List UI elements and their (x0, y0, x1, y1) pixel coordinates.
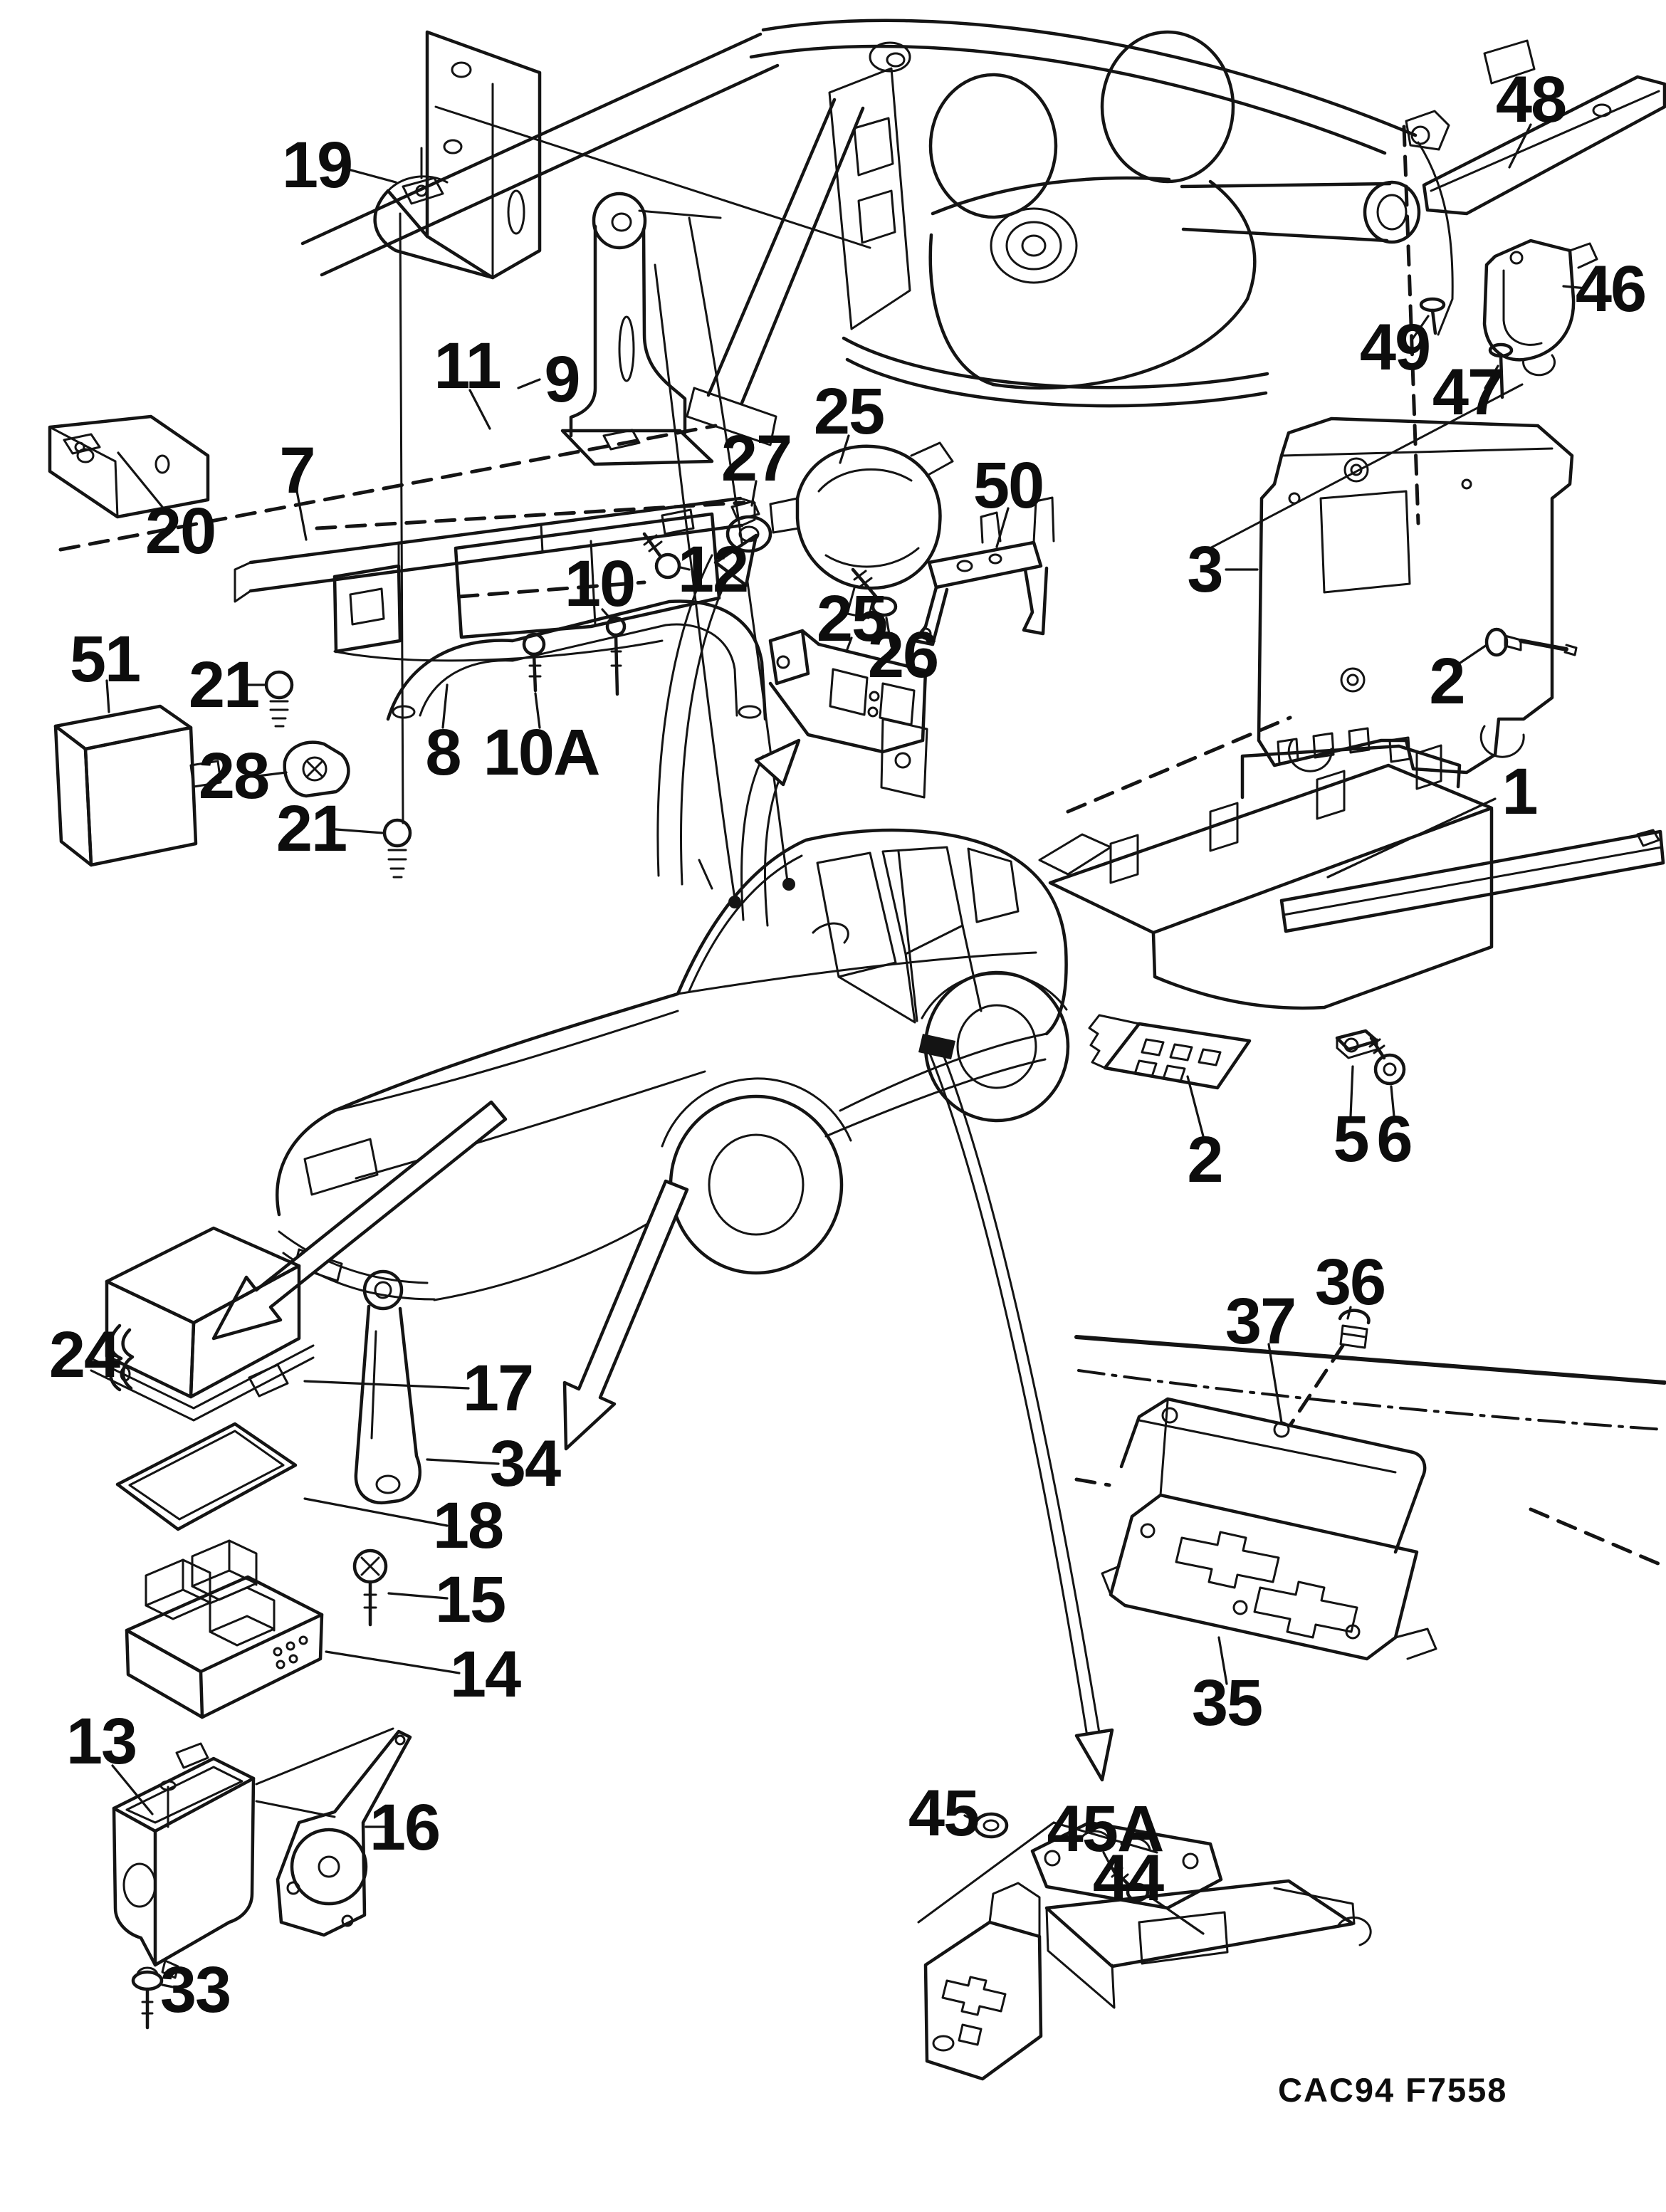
part-48-sill-bracket (1405, 75, 1666, 216)
part-14-relay-box (125, 1539, 461, 1719)
callout-18: 18 (432, 1489, 504, 1562)
part-50-bracket (913, 496, 1055, 646)
callout-36: 36 (1314, 1246, 1386, 1319)
callout-5: 5 (1333, 1103, 1369, 1175)
callout-1: 1 (1502, 755, 1538, 828)
callout-10A: 10A (483, 716, 601, 789)
part-25-bracket-top (769, 434, 954, 619)
callout-35: 35 (1191, 1667, 1263, 1739)
callout-37: 37 (1225, 1285, 1296, 1358)
callout-15: 15 (434, 1563, 506, 1636)
callout-16: 16 (369, 1791, 441, 1864)
callout-20: 20 (145, 495, 216, 567)
callout-11: 11 (434, 330, 501, 402)
part-15-screw (352, 1548, 449, 1627)
callout-46: 46 (1575, 253, 1647, 325)
callout-24: 24 (48, 1319, 120, 1391)
callout-25-2: 25 (816, 582, 888, 655)
callout-8: 8 (425, 716, 461, 789)
part-46-clamp (1482, 239, 1598, 377)
part-7-rail-bracket (234, 490, 756, 662)
part-51-module (53, 679, 222, 867)
callout-14: 14 (449, 1638, 521, 1711)
callout-26: 26 (867, 619, 939, 691)
install-arrow-door (928, 1048, 1114, 1782)
callout-44: 44 (1092, 1842, 1164, 1914)
callout-28: 28 (198, 740, 270, 812)
callout-47: 47 (1432, 356, 1504, 429)
part-9-11-bracket (468, 192, 714, 466)
part-35-bracket (1101, 1343, 1437, 1685)
part-2-connector-strip (1088, 1014, 1252, 1138)
figure-code: CAC94 F7558 (1278, 2071, 1508, 2109)
part-18-gasket (115, 1422, 449, 1531)
part-17-cover (90, 1226, 470, 1422)
part-26-screw (851, 567, 898, 648)
part-49-rivet (1411, 297, 1446, 340)
car-drawing (276, 828, 1070, 1301)
part-10-screw (601, 608, 627, 696)
install-arrow-down (562, 1179, 689, 1451)
callout-12: 12 (677, 533, 749, 606)
callout-2-2: 2 (1187, 1123, 1223, 1196)
callout-13: 13 (66, 1705, 137, 1778)
callout-34: 34 (489, 1427, 561, 1500)
callout-51: 51 (69, 623, 141, 696)
callout-49: 49 (1359, 311, 1431, 384)
part-1-fuse-tray (1038, 727, 1665, 1010)
part-20-bracket (48, 414, 210, 519)
callout-21-2: 21 (276, 792, 347, 865)
part-28-clip-nut (256, 740, 350, 798)
callout-33: 33 (159, 1954, 231, 2026)
callout-25-1: 25 (813, 375, 885, 448)
part-21-screw-2 (335, 818, 412, 879)
callout-27: 27 (721, 422, 792, 495)
callout-48: 48 (1495, 63, 1567, 136)
callout-50: 50 (973, 449, 1044, 522)
callout-45: 45 (908, 1777, 980, 1850)
part-47-rivet (1484, 342, 1514, 399)
part-2-pin (1455, 627, 1578, 667)
part-8-bridge (386, 599, 767, 729)
part-6-screw (1368, 1036, 1406, 1118)
install-arrow-curved-2 (740, 738, 801, 927)
part-10a-screw (522, 632, 546, 729)
callout-10: 10 (564, 547, 636, 620)
part-34-bracket-arm (354, 1269, 500, 1505)
part-36-grommet (1338, 1306, 1371, 1349)
callout-45A: 45A (1047, 1793, 1165, 1865)
part-45a-screw (1102, 1851, 1150, 1902)
part-45-grommet (963, 1812, 1009, 1839)
callout-2-1: 2 (1429, 645, 1465, 718)
part-27-spacer (725, 480, 772, 553)
callout-3: 3 (1187, 533, 1223, 606)
part-21-screw-1 (246, 670, 294, 728)
callout-17: 17 (462, 1352, 534, 1425)
callout-7: 7 (279, 434, 315, 507)
part-19-bracket (342, 30, 542, 280)
part-3-cover (1225, 416, 1574, 775)
part-13-box (111, 1742, 256, 1979)
callout-21-1: 21 (188, 649, 260, 721)
callout-6: 6 (1376, 1103, 1413, 1175)
part-25-bracket-lower (768, 629, 928, 799)
install-arrow-left (211, 1100, 508, 1341)
part-16-plate (255, 1727, 412, 1937)
callout-9: 9 (544, 343, 580, 416)
callout-19: 19 (281, 129, 353, 201)
construction-lines (58, 105, 1666, 1568)
part-12-screw (642, 532, 691, 580)
engine-bay-drawing (300, 19, 1536, 446)
part-24-clip (105, 1323, 135, 1392)
part-33-screw (131, 1966, 178, 2030)
part-44-bracket (917, 1820, 1372, 2081)
